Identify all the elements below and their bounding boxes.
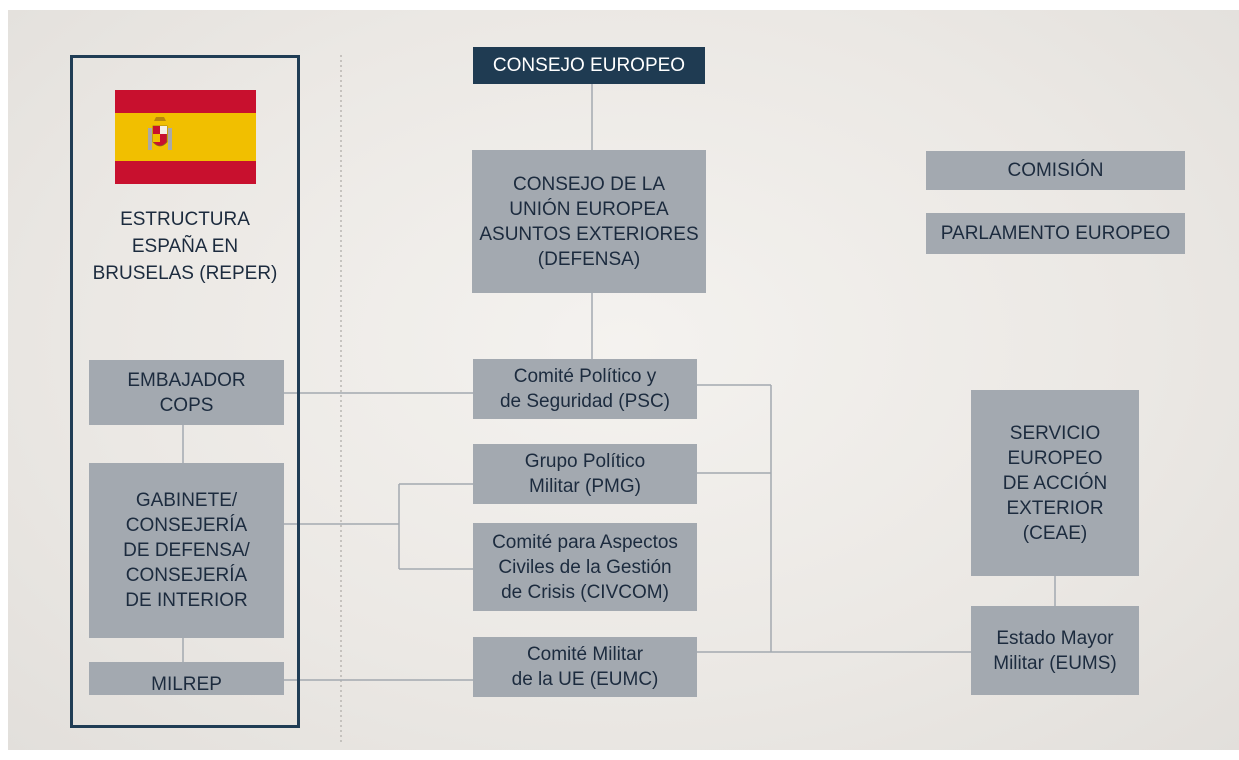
eums-box: Estado Mayor Militar (EUMS) — [971, 606, 1139, 695]
gabinete-consejeria-box: GABINETE/ CONSEJERÍA DE DEFENSA/ CONSEJE… — [89, 463, 284, 638]
spain-structure-title: ESTRUCTURA ESPAÑA EN BRUSELAS (REPER) — [92, 209, 278, 284]
embajador-cops-box: EMBAJADOR COPS — [89, 360, 284, 425]
seae-box: SERVICIO EUROPEO DE ACCIÓN EXTERIOR (CEA… — [971, 390, 1139, 576]
pmg-box: Grupo Político Militar (PMG) — [473, 444, 697, 504]
comision-box: COMISIÓN — [926, 151, 1185, 190]
consejo-europeo-box: CONSEJO EUROPEO — [473, 47, 705, 84]
parlamento-europeo-box: PARLAMENTO EUROPEO — [926, 213, 1185, 254]
spain-flag-icon — [115, 90, 256, 184]
spain-structure-panel — [70, 55, 300, 728]
psc-box: Comité Político y de Seguridad (PSC) — [473, 359, 697, 419]
coat-of-arms-icon — [148, 117, 172, 150]
consejo-ue-box: CONSEJO DE LA UNIÓN EUROPEA ASUNTOS EXTE… — [472, 150, 706, 293]
milrep-box: MILREP — [89, 662, 284, 695]
civcom-box: Comité para Aspectos Civiles de la Gesti… — [473, 523, 697, 611]
eumc-box: Comité Militar de la UE (EUMC) — [473, 637, 697, 697]
